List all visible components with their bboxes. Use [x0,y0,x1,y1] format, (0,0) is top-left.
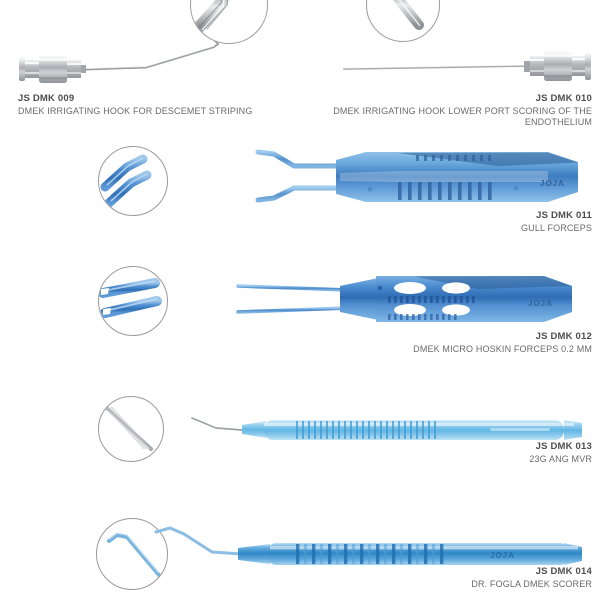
magnifier-circle-dmk-012 [98,266,168,336]
instrument-art-dmk-012: JOJA [228,270,590,328]
magnifier-circle-dmk-013 [98,396,164,462]
label-dmk-014: JS DMK 014 DR. FOGLA DMEK SCORER [372,566,592,590]
product-code: JS DMK 009 [18,93,75,104]
product-name: GULL FORCEPS [521,222,592,233]
label-dmk-010: JS DMK 010 DMEK IRRIGATING HOOK LOWER PO… [292,93,592,128]
brand-mark-joja: JOJA [528,299,553,308]
brand-mark-joja: JOJA [540,179,565,188]
product-code: JS DMK 014 [535,566,592,577]
instrument-art-dmk-014: JOJA [150,520,592,574]
product-code: JS DMK 010 [535,93,592,104]
magnifier-circle-dmk-014 [96,518,168,590]
brand-mark-joja: JOJA [490,551,515,560]
product-code: JS DMK 013 [535,441,592,452]
instrument-art-dmk-011: JOJA [248,146,593,208]
label-dmk-012: JS DMK 012 DMEK MICRO HOSKIN FORCEPS 0.2… [342,331,592,355]
product-name: DMEK MICRO HOSKIN FORCEPS 0.2 MM [413,343,592,354]
label-dmk-013: JS DMK 013 23G ANG MVR [442,441,592,465]
product-name: DMEK IRRIGATING HOOK LOWER PORT SCORING … [333,105,592,128]
instrument-art-dmk-013 [190,400,592,446]
instrument-art-dmk-010 [342,38,592,93]
label-dmk-009: JS DMK 009 DMEK IRRIGATING HOOK FOR DESC… [18,93,298,117]
label-dmk-011: JS DMK 011 GULL FORCEPS [392,210,592,234]
product-name: DMEK IRRIGATING HOOK FOR DESCEMET STRIPI… [18,105,253,116]
product-name: 23G ANG MVR [529,453,592,464]
product-code: JS DMK 012 [535,331,592,342]
instrument-art-dmk-009 [18,38,258,93]
product-name: DR. FOGLA DMEK SCORER [471,578,592,589]
magnifier-circle-dmk-010 [366,0,440,42]
product-code: JS DMK 011 [536,210,592,221]
magnifier-circle-dmk-011 [98,146,168,216]
